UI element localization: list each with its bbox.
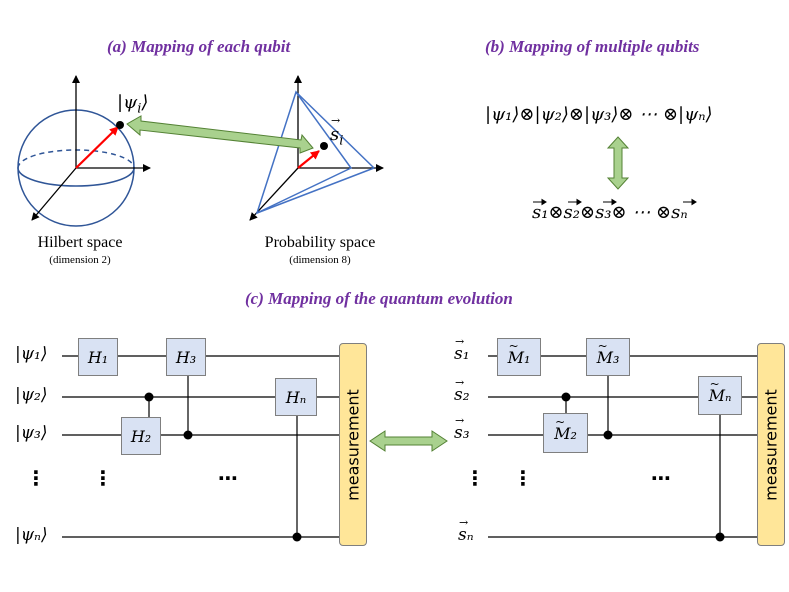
right-vdots-labels: ⋮ bbox=[465, 466, 485, 490]
gate-m2: ~M₂ bbox=[543, 413, 588, 453]
mapping-arrow-evolution bbox=[369, 430, 448, 452]
bloch-sphere bbox=[17, 75, 151, 227]
right-circuit-controls bbox=[561, 392, 725, 542]
gate-h2: H₂ bbox=[121, 417, 161, 455]
right-vdots-gates: ⋮ bbox=[513, 466, 533, 490]
left-circuit-controls bbox=[144, 392, 302, 542]
s-vector-label: →si bbox=[330, 114, 344, 149]
left-vdots-labels: ⋮ bbox=[26, 466, 46, 490]
left-qubit-label-2: |ψ₂⟩ bbox=[15, 385, 48, 405]
right-hdots: ⋯ bbox=[651, 466, 671, 490]
probability-space-label: Probability space bbox=[264, 234, 376, 251]
gate-h3: H₃ bbox=[166, 338, 206, 376]
tensor-product-vectors: s₁⊗s₂⊗s₃⊗ ⋯ ⊗sₙ bbox=[532, 202, 688, 223]
gate-hn: Hₙ bbox=[275, 378, 317, 416]
gate-m3: ~M₃ bbox=[586, 338, 630, 376]
hilbert-space-label: Hilbert space bbox=[37, 234, 123, 251]
left-qubit-label-3: |ψ₃⟩ bbox=[15, 423, 48, 443]
measurement-block-left: measurement bbox=[339, 343, 367, 546]
probability-tetrahedron bbox=[249, 75, 384, 221]
tensor-product-states: |ψ₁⟩⊗|ψ₂⟩⊗|ψ₃⟩⊗ ⋯ ⊗|ψₙ⟩ bbox=[485, 104, 713, 125]
mapping-arrow-multi bbox=[606, 136, 630, 190]
right-qubit-label-1: →s₁ bbox=[454, 335, 470, 364]
right-qubit-label-n: →sₙ bbox=[458, 516, 474, 545]
right-qubit-label-2: →s₂ bbox=[454, 376, 470, 405]
probability-dimension-label: (dimension 8) bbox=[289, 254, 351, 266]
gate-m1: ~M₁ bbox=[497, 338, 541, 376]
mapping-arrow-qubit bbox=[126, 115, 314, 154]
hilbert-dimension-label: (dimension 2) bbox=[49, 254, 111, 266]
left-qubit-label-1: |ψ₁⟩ bbox=[15, 344, 48, 364]
title-panel-c: (c) Mapping of the quantum evolution bbox=[245, 289, 513, 308]
psi-label: |ψi⟩ bbox=[117, 92, 149, 117]
title-panel-b: (b) Mapping of multiple qubits bbox=[485, 37, 700, 56]
measurement-block-right: measurement bbox=[757, 343, 785, 546]
right-qubit-label-3: →s₃ bbox=[454, 414, 470, 443]
left-vdots-gates: ⋮ bbox=[93, 466, 113, 490]
panel-b-vector-arrows bbox=[533, 198, 697, 206]
gate-mn: ~Mₙ bbox=[698, 376, 742, 415]
title-panel-a: (a) Mapping of each qubit bbox=[107, 37, 291, 56]
gate-h1: H₁ bbox=[78, 338, 118, 376]
left-qubit-label-n: |ψₙ⟩ bbox=[15, 525, 48, 545]
left-hdots: ⋯ bbox=[218, 466, 238, 490]
